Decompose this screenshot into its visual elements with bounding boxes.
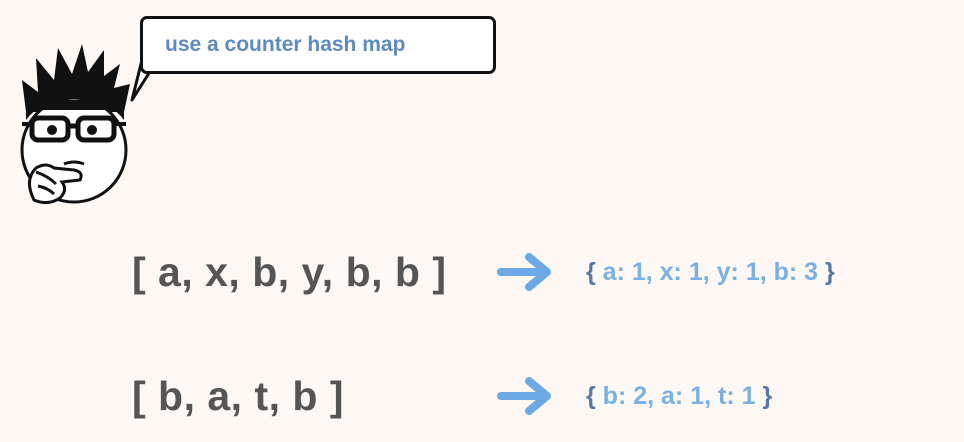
counter-map-entries: a: 1, x: 1, y: 1, b: 3 [595, 258, 825, 286]
close-brace: } [824, 258, 835, 286]
hair-icon [22, 44, 130, 112]
thinking-character-avatar [20, 44, 130, 205]
glasses-icon [22, 115, 126, 143]
input-array: [ b, a, t, b ] [132, 373, 344, 419]
close-brace: } [762, 382, 773, 410]
counter-map-entries: b: 2, a: 1, t: 1 [595, 382, 763, 410]
right-arrow-icon [497, 377, 551, 415]
speech-bubble: use a counter hash map [140, 16, 496, 74]
mapping-row-1: [ a, x, b, y, b, b ] { a: 1, x: 1, y: 1,… [0, 242, 964, 302]
counter-map: { b: 2, a: 1, t: 1 } [586, 366, 772, 426]
open-brace: { [586, 258, 596, 286]
mapping-row-2: [ b, a, t, b ] { b: 2, a: 1, t: 1 } [0, 366, 964, 426]
speech-bubble-text: use a counter hash map [165, 33, 406, 56]
right-arrow-icon [497, 253, 551, 291]
hand-icon [28, 163, 83, 205]
input-array: [ a, x, b, y, b, b ] [132, 249, 447, 295]
counter-map: { a: 1, x: 1, y: 1, b: 3 } [586, 242, 835, 302]
open-brace: { [586, 382, 596, 410]
